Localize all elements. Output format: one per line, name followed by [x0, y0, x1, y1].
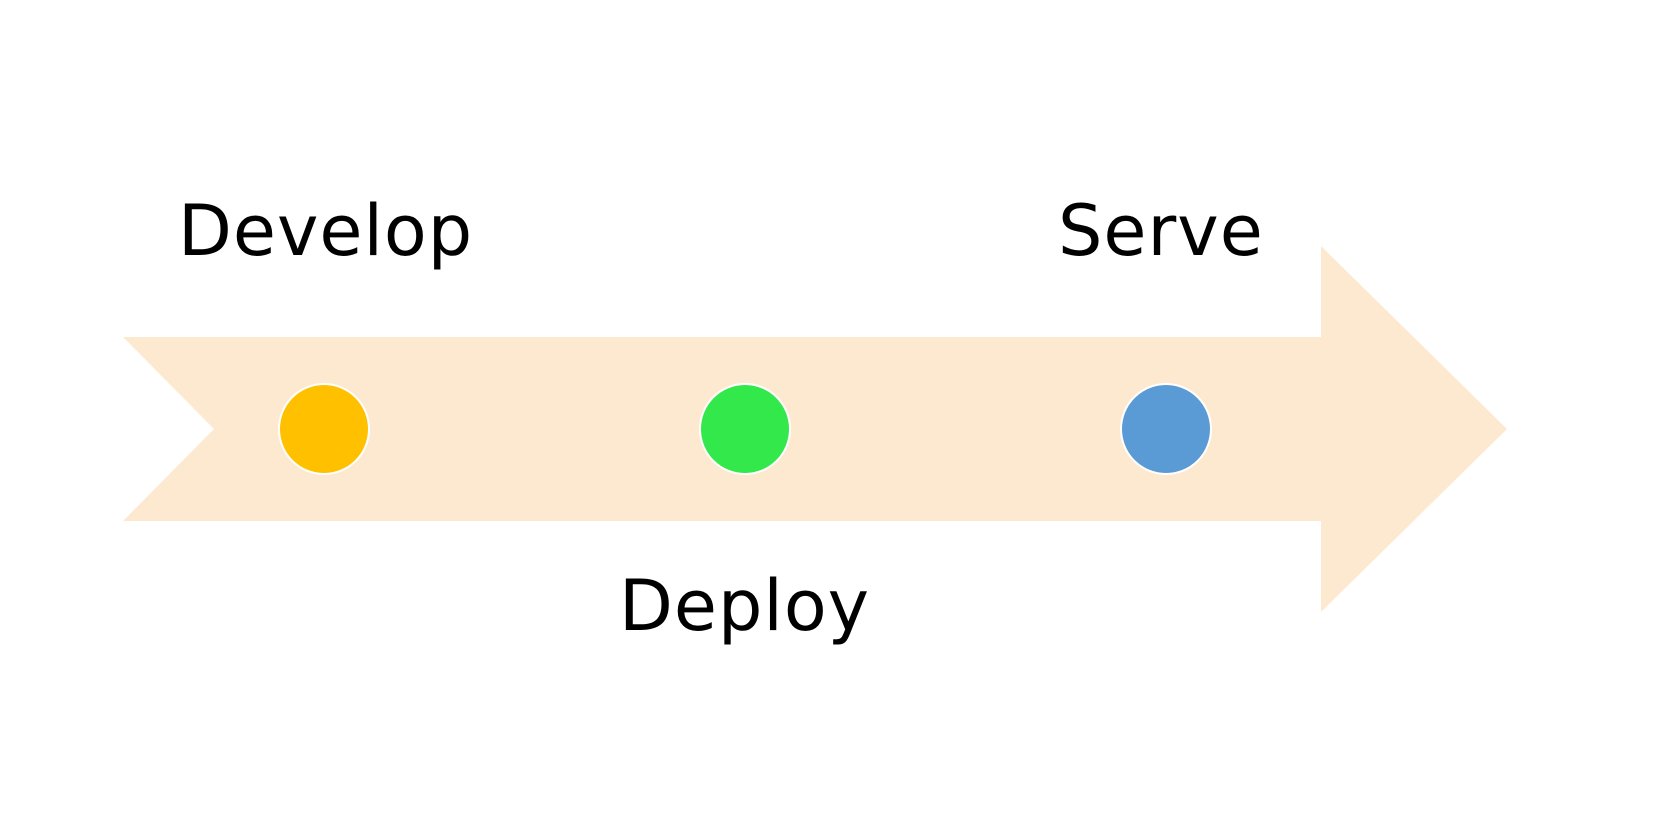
timeline-arrow [123, 246, 1507, 612]
stage-dot-serve [1120, 383, 1212, 475]
stage-label-deploy: Deploy [619, 565, 871, 647]
stage-dot-deploy [699, 383, 791, 475]
stage-dot-develop [278, 383, 370, 475]
stage-label-develop: Develop [178, 190, 474, 272]
stage-label-serve: Serve [1058, 190, 1264, 272]
